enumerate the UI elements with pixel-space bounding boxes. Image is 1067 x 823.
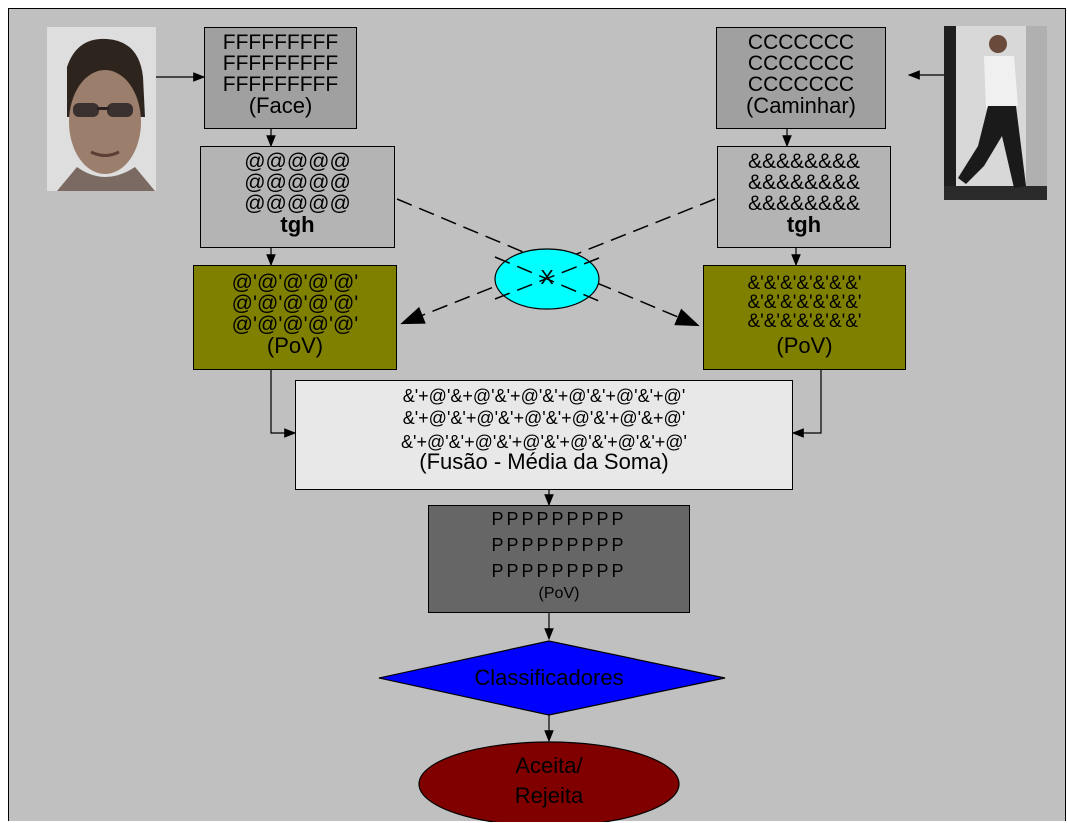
combined-pov-box: PPPPPPPPP PPPPPPPPP PPPPPPPPP (PoV) (428, 505, 690, 613)
gait-tgh-line-2: &&&&&&&& (718, 172, 890, 193)
face-input-caption: (Face) (205, 95, 356, 117)
face-pov-line-2: @'@'@'@'@' (194, 293, 396, 314)
gait-input-line-3: CCCCCCC (717, 74, 885, 95)
face-pov-caption: (PoV) (194, 335, 396, 357)
classifier-label: Classificadores (449, 665, 649, 691)
decision-label-1: Aceita/ (489, 753, 609, 779)
gait-input-line-2: CCCCCCC (717, 53, 885, 74)
face-tgh-line-3: @@@@@ (201, 193, 394, 214)
face-pov-to-fusion-arrow (271, 370, 295, 433)
fusion-line-2: &'+@'&'+@'&'+@'&'+@'&'+@'&+@' (296, 409, 792, 427)
gait-input-line-1: CCCCCCC (717, 32, 885, 53)
face-input-line-3: FFFFFFFFF (205, 74, 356, 95)
combined-pov-line-3: PPPPPPPPP (429, 562, 689, 580)
gait-tgh-line-3: &&&&&&&& (718, 193, 890, 214)
face-input-line-1: FFFFFFFFF (205, 32, 356, 53)
face-tgh-line-1: @@@@@ (201, 151, 394, 172)
fusion-box: &'+@'&+@'&'+@'&'+@'&'+@'&'+@' &'+@'&'+@'… (295, 380, 793, 490)
gait-tgh-caption: tgh (718, 214, 890, 236)
gait-pov-line-1: &'&'&'&'&'&'&' (704, 274, 905, 293)
gait-input-box: CCCCCCC CCCCCCC CCCCCCC (Caminhar) (716, 27, 886, 129)
face-input-line-2: FFFFFFFFF (205, 53, 356, 74)
face-pov-line-1: @'@'@'@'@' (194, 272, 396, 293)
gait-pov-to-fusion-arrow (793, 370, 821, 433)
combined-pov-line-1: PPPPPPPPP (429, 510, 689, 528)
face-tgh-caption: tgh (201, 214, 394, 236)
face-pov-box: @'@'@'@'@' @'@'@'@'@' @'@'@'@'@' (PoV) (193, 265, 397, 370)
cross-label: X (537, 267, 557, 290)
diagram-canvas: X FFFFFFFFF FFFFFFFFF FFFFFFFFF (Face) C… (8, 8, 1066, 821)
gait-input-caption: (Caminhar) (717, 95, 885, 117)
face-input-box: FFFFFFFFF FFFFFFFFF FFFFFFFFF (Face) (204, 27, 357, 129)
face-tgh-line-2: @@@@@ (201, 172, 394, 193)
gait-tgh-line-1: &&&&&&&& (718, 151, 890, 172)
gait-pov-box: &'&'&'&'&'&'&' &'&'&'&'&'&'&' &'&'&'&'&'… (703, 265, 906, 370)
face-tgh-box: @@@@@ @@@@@ @@@@@ tgh (200, 146, 395, 248)
gait-pov-line-3: &'&'&'&'&'&'&' (704, 312, 905, 331)
gait-tgh-box: &&&&&&&& &&&&&&&& &&&&&&&& tgh (717, 146, 891, 248)
combined-pov-line-2: PPPPPPPPP (429, 536, 689, 554)
fusion-line-1: &'+@'&+@'&'+@'&'+@'&'+@'&'+@' (296, 387, 792, 405)
fusion-caption: (Fusão - Média da Soma) (296, 451, 792, 473)
gait-pov-line-2: &'&'&'&'&'&'&' (704, 293, 905, 312)
combined-pov-caption: (PoV) (429, 586, 689, 602)
gait-pov-caption: (PoV) (704, 335, 905, 357)
face-pov-line-3: @'@'@'@'@' (194, 314, 396, 335)
decision-label-2: Rejeita (489, 783, 609, 809)
